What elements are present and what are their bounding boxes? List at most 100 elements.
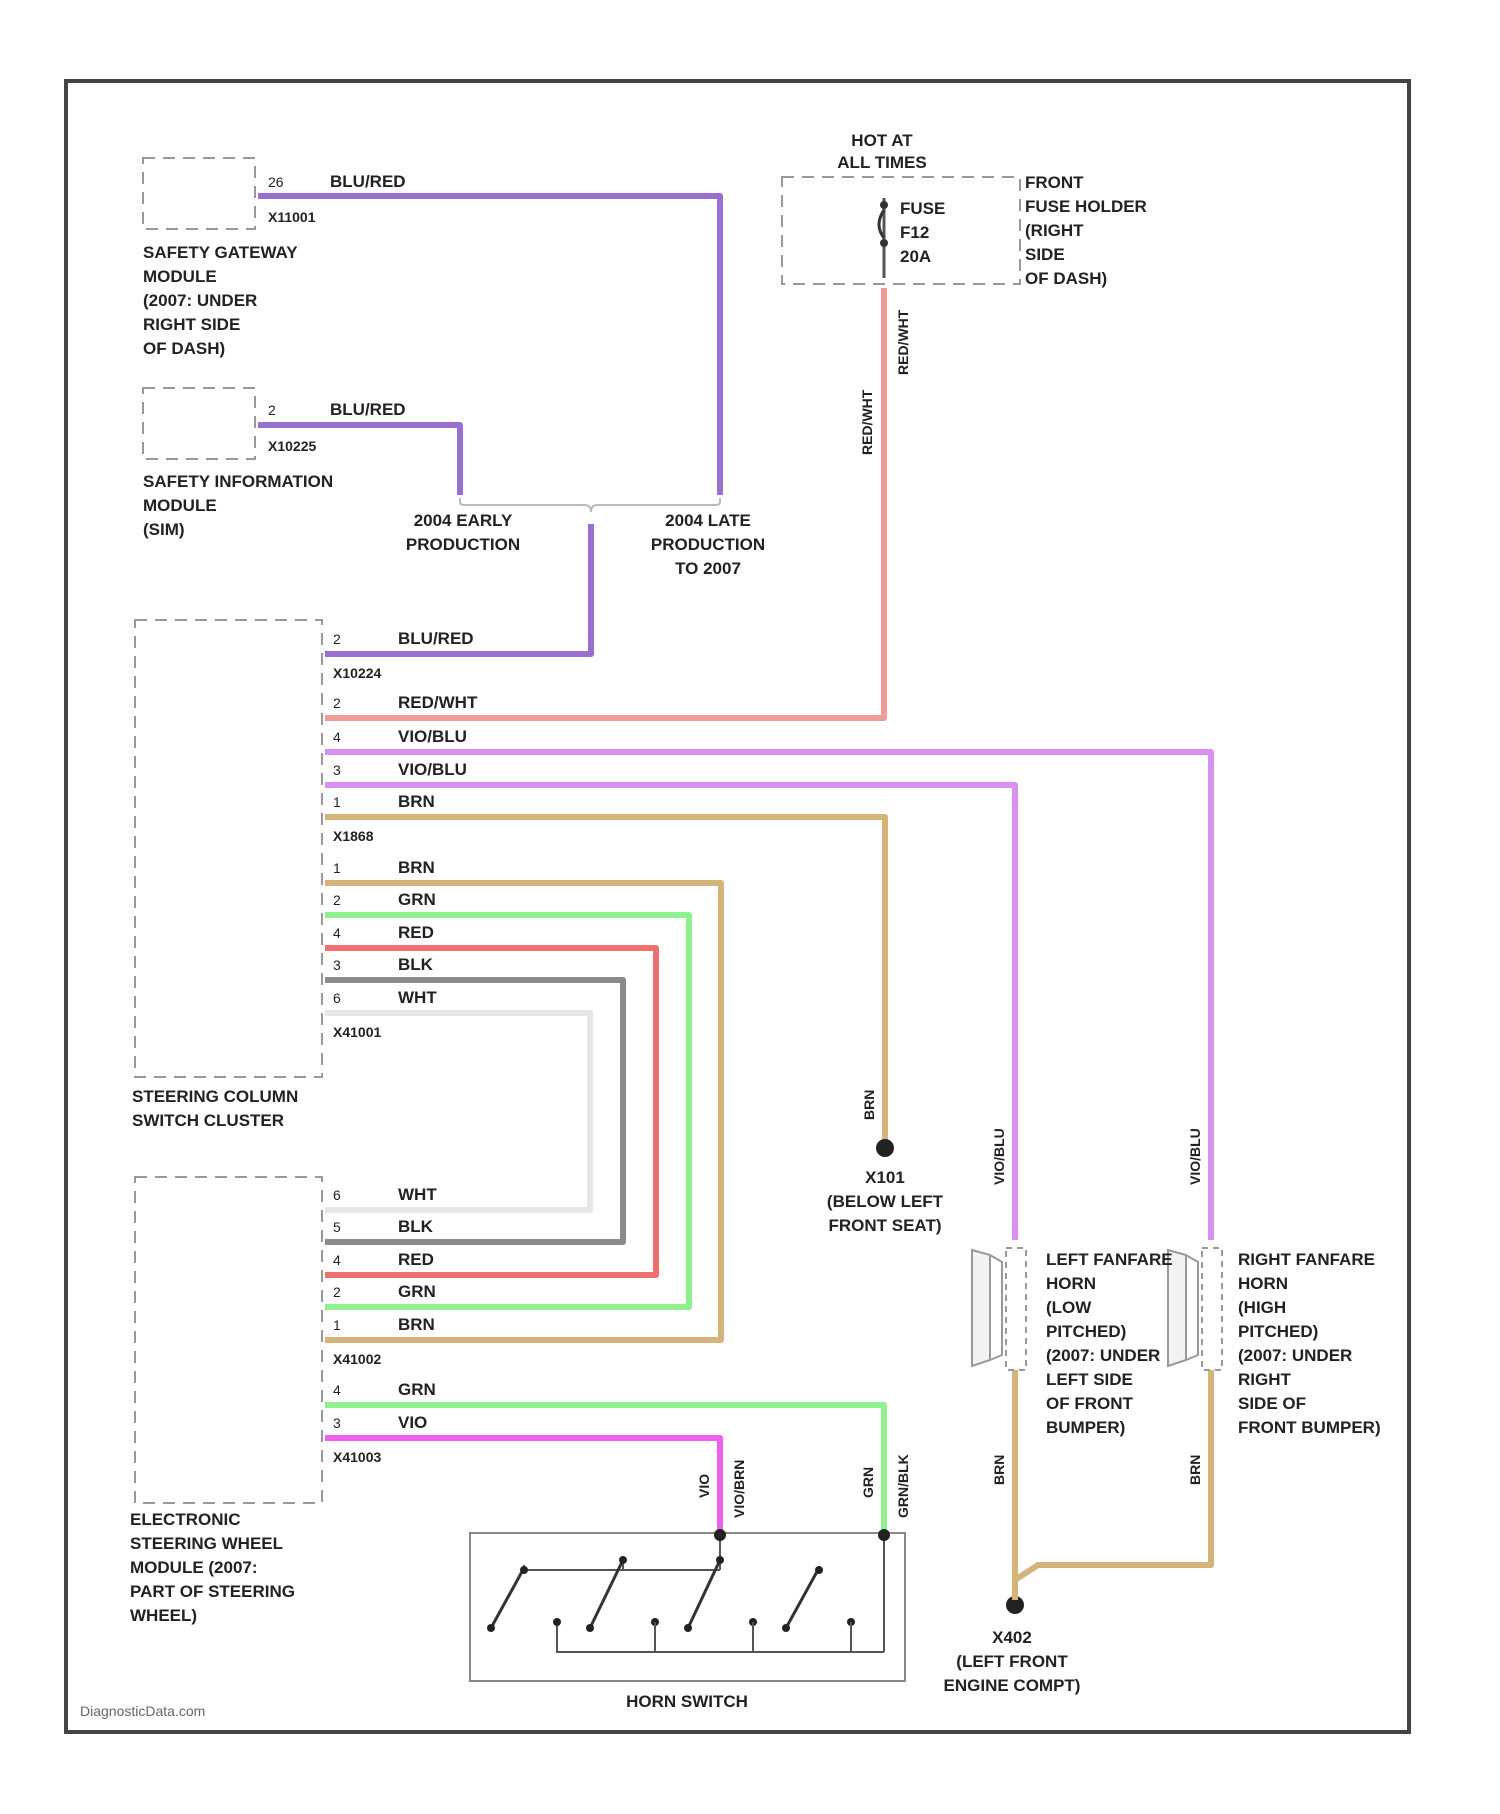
- fuse-header-line-1: HOT AT: [851, 131, 913, 150]
- e2-grn-color: GRN: [398, 1380, 436, 1399]
- left-horn-label: LEFT FANFARE HORN (LOW PITCHED) (2007: U…: [1046, 1250, 1173, 1437]
- esw-connector-a: X41002: [333, 1351, 381, 1367]
- svg-text:PITCHED): PITCHED): [1046, 1322, 1126, 1341]
- c-wht-color: WHT: [398, 988, 437, 1007]
- fuse-label-line-3: 20A: [900, 247, 931, 266]
- sgm-connector: X11001: [268, 209, 316, 225]
- sgm-pin: 26: [268, 174, 284, 190]
- x402-line-3: ENGINE COMPT): [944, 1676, 1081, 1695]
- c-red-pin: 4: [333, 925, 341, 941]
- svg-text:RIGHT FANFARE: RIGHT FANFARE: [1238, 1250, 1375, 1269]
- svg-text:(HIGH: (HIGH: [1238, 1298, 1286, 1317]
- e2-vio-color: VIO: [398, 1413, 427, 1432]
- e-grn-pin: 2: [333, 1284, 341, 1300]
- scc-connector-b: X1868: [333, 828, 374, 844]
- e-blk-pin: 5: [333, 1219, 341, 1235]
- svg-text:FRONT BUMPER): FRONT BUMPER): [1238, 1418, 1381, 1437]
- esw-label-line-1: ELECTRONIC: [130, 1510, 241, 1529]
- scc-vioblu2-pin: 3: [333, 762, 341, 778]
- scc-brn-color: BRN: [398, 792, 435, 811]
- esw-label-line-3: MODULE (2007:: [130, 1558, 258, 1577]
- c-grn-pin: 2: [333, 892, 341, 908]
- e-wht-color: WHT: [398, 1185, 437, 1204]
- c-brn-pin: 1: [333, 860, 341, 876]
- esw-connector-b: X41003: [333, 1449, 381, 1465]
- e-red-pin: 4: [333, 1252, 341, 1268]
- e-blk-color: BLK: [398, 1217, 434, 1236]
- svg-text:HORN: HORN: [1046, 1274, 1096, 1293]
- svg-text:SIDE OF: SIDE OF: [1238, 1394, 1306, 1413]
- scc-vioblu1-pin: 4: [333, 729, 341, 745]
- sim-label-line-3: (SIM): [143, 520, 185, 539]
- ground-x101-dot: [876, 1139, 894, 1157]
- wire-sgm-blu-red: [258, 196, 720, 495]
- scc-blu-pin: 2: [333, 631, 341, 647]
- fuse-label-line-1: FUSE: [900, 199, 945, 218]
- svg-text:LEFT SIDE: LEFT SIDE: [1046, 1370, 1133, 1389]
- x101-line-1: X101: [865, 1168, 905, 1187]
- fuse-holder-line-3: (RIGHT: [1025, 221, 1084, 240]
- c-grn-color: GRN: [398, 890, 436, 909]
- late-production-line-3: TO 2007: [675, 559, 741, 578]
- right-brn-vlabel: BRN: [1187, 1455, 1203, 1485]
- svg-text:PITCHED): PITCHED): [1238, 1322, 1318, 1341]
- wire-loop-blk: [325, 980, 623, 1242]
- fuse-out-vlabel: RED/WHT: [859, 389, 875, 455]
- svg-text:BUMPER): BUMPER): [1046, 1418, 1125, 1437]
- svg-text:(2007: UNDER: (2007: UNDER: [1046, 1346, 1160, 1365]
- early-production-line-1: 2004 EARLY: [414, 511, 513, 530]
- sgm-label-line-2: MODULE: [143, 267, 217, 286]
- wire-loop-brn: [325, 883, 721, 1340]
- x101-line-2: (BELOW LEFT: [827, 1192, 944, 1211]
- x402-line-2: (LEFT FRONT: [956, 1652, 1068, 1671]
- svg-text:(2007: UNDER: (2007: UNDER: [1238, 1346, 1352, 1365]
- scc-connector-a: X10224: [333, 665, 381, 681]
- right-vio-vlabel: VIO/BLU: [1187, 1128, 1203, 1185]
- sgm-wire-color: BLU/RED: [330, 172, 406, 191]
- scc-redwht-color: RED/WHT: [398, 693, 478, 712]
- scc-connector-c: X41001: [333, 1024, 381, 1040]
- scc-label-line-2: SWITCH CLUSTER: [132, 1111, 284, 1130]
- sim-connector: X10225: [268, 438, 316, 454]
- sim-pin: 2: [268, 402, 276, 418]
- scc-redwht-pin: 2: [333, 695, 341, 711]
- c-wht-pin: 6: [333, 990, 341, 1006]
- right-horn-symbol: [1168, 1248, 1222, 1370]
- sw-vio2-vlabel: VIO/BRN: [731, 1460, 747, 1518]
- scc-label-line-1: STEERING COLUMN: [132, 1087, 298, 1106]
- wire-loop-red: [325, 948, 656, 1275]
- scc-vioblu1-color: VIO/BLU: [398, 727, 467, 746]
- left-horn-symbol: [972, 1248, 1026, 1370]
- horn-switch-symbol: [470, 1529, 905, 1681]
- sim-label-line-1: SAFETY INFORMATION: [143, 472, 333, 491]
- esw-label-line-4: PART OF STEERING: [130, 1582, 295, 1601]
- late-production-line-2: PRODUCTION: [651, 535, 765, 554]
- esw-label-line-2: STEERING WHEEL: [130, 1534, 283, 1553]
- e2-grn-pin: 4: [333, 1382, 341, 1398]
- scc-blu-color: BLU/RED: [398, 629, 474, 648]
- safety-information-module-box: [143, 388, 255, 459]
- watermark: DiagnosticData.com: [80, 1703, 205, 1719]
- c-blk-color: BLK: [398, 955, 434, 974]
- right-horn-label: RIGHT FANFARE HORN (HIGH PITCHED) (2007:…: [1238, 1250, 1381, 1437]
- wire-vio-blu-right: [325, 752, 1211, 1240]
- x101-brn-vlabel: BRN: [861, 1090, 877, 1120]
- wire-horn-vio: [325, 1438, 720, 1535]
- esw-label-line-5: WHEEL): [130, 1606, 197, 1625]
- scc-brn-pin: 1: [333, 794, 341, 810]
- svg-text:OF FRONT: OF FRONT: [1046, 1394, 1133, 1413]
- sim-label-line-2: MODULE: [143, 496, 217, 515]
- left-brn-vlabel: BRN: [991, 1455, 1007, 1485]
- fuse-holder-line-4: SIDE: [1025, 245, 1065, 264]
- sim-wire-color: BLU/RED: [330, 400, 406, 419]
- steering-column-switch-cluster-box: [135, 620, 322, 1077]
- sw-grn-vlabel: GRN: [860, 1467, 876, 1498]
- safety-gateway-module-box: [143, 158, 255, 229]
- horn-switch-label: HORN SWITCH: [626, 1692, 748, 1711]
- sw-vio-vlabel: VIO: [696, 1474, 712, 1498]
- svg-text:RIGHT: RIGHT: [1238, 1370, 1292, 1389]
- production-bracket: [460, 498, 720, 512]
- late-production-line-1: 2004 LATE: [665, 511, 751, 530]
- e-red-color: RED: [398, 1250, 434, 1269]
